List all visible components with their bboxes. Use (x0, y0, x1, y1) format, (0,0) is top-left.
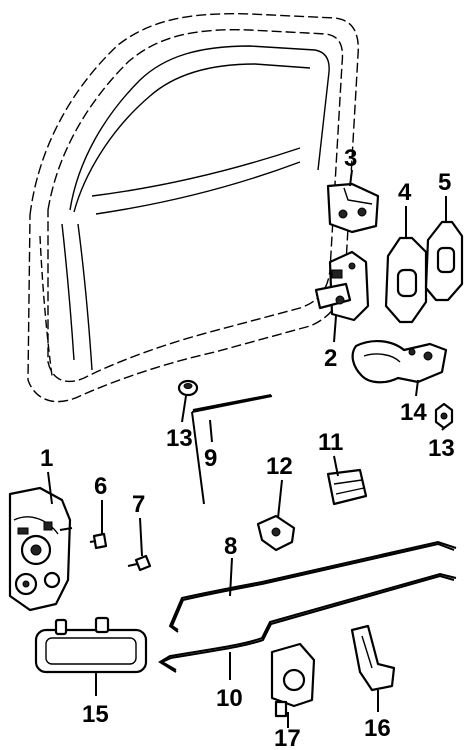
screw-part-6 (89, 532, 108, 550)
callout-6: 6 (94, 473, 107, 500)
callout-8: 8 (224, 533, 237, 560)
lock-rod-part-9 (191, 394, 273, 505)
lock-clip-part-11 (326, 468, 368, 506)
inside-lock-rod-part-8 (168, 540, 457, 633)
outside-handle-part-15 (34, 616, 148, 674)
callout-labels: 3 4 5 2 14 13 13 9 11 12 1 6 7 8 10 15 1… (40, 145, 455, 750)
callout-17: 17 (274, 725, 301, 750)
leader-lines (47, 169, 447, 728)
callout-5: 5 (438, 169, 451, 196)
callout-2: 2 (324, 345, 337, 372)
callout-16: 16 (364, 715, 391, 742)
door-latch-part-1 (8, 486, 73, 612)
bolt-part-7 (127, 554, 152, 572)
callout-3: 3 (344, 145, 357, 172)
callout-14: 14 (400, 399, 427, 426)
callout-4: 4 (398, 179, 412, 206)
callout-13-right: 13 (428, 435, 455, 462)
hinge-shim-part-5 (424, 220, 464, 302)
callout-10: 10 (216, 685, 243, 712)
callout-11: 11 (318, 429, 343, 456)
callout-9: 9 (204, 445, 217, 472)
callout-1: 1 (40, 445, 53, 472)
callout-13-left: 13 (166, 425, 193, 452)
callout-15: 15 (82, 701, 109, 728)
handle-bezel-part-16 (350, 624, 396, 692)
hinge-gasket-part-4 (384, 236, 428, 324)
nut-part-13-right (434, 402, 454, 430)
lock-cylinder-part-17 (270, 642, 316, 718)
inside-handle-rod-part-10 (158, 572, 457, 673)
hinge-plate-part-3 (326, 182, 380, 234)
door-frame-outline (27, 13, 359, 403)
clip-part-13-left (177, 379, 199, 397)
inside-handle-part-14 (351, 340, 448, 384)
door-hinge-part-2 (314, 250, 370, 322)
callout-12: 12 (266, 453, 293, 480)
callout-7: 7 (132, 491, 145, 518)
rod-clip-part-12 (256, 514, 296, 552)
